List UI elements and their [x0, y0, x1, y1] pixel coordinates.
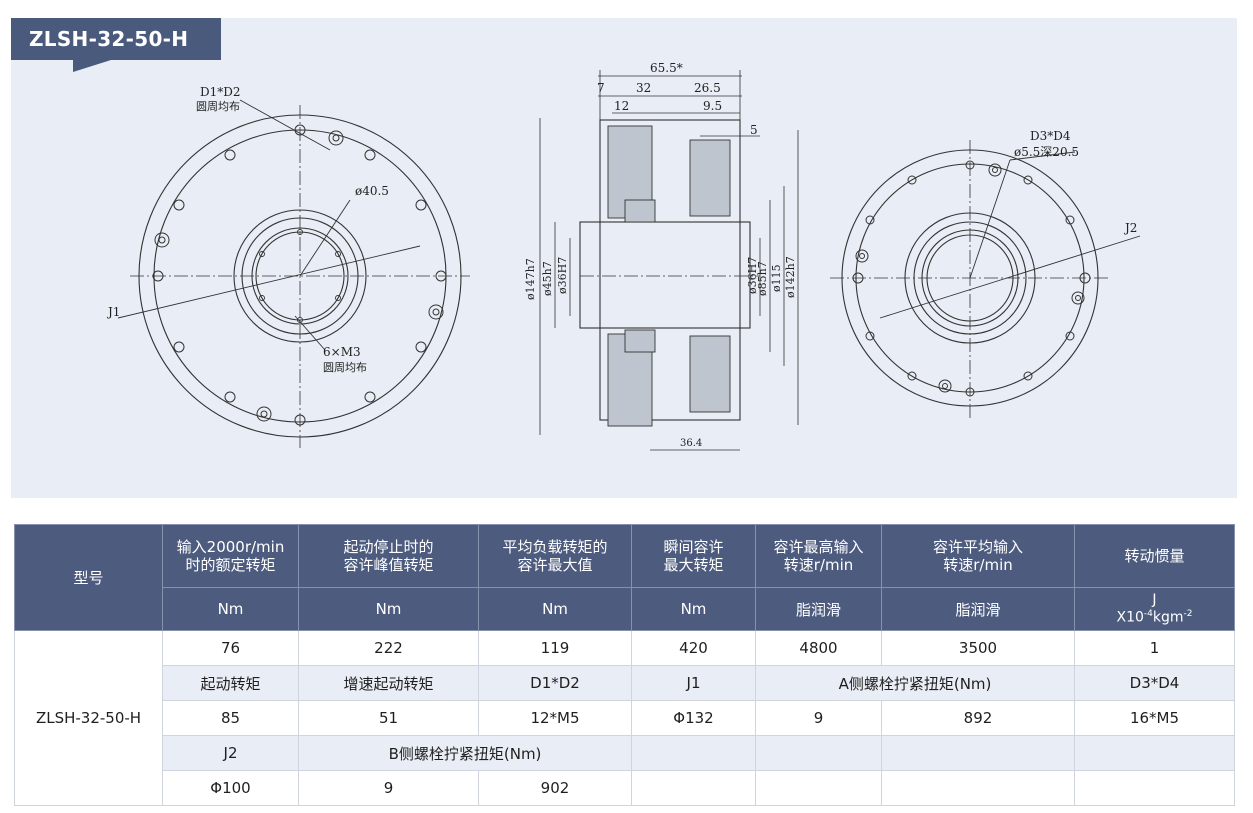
table-cell: 9 — [755, 700, 882, 736]
label-dim-12: 12 — [614, 99, 629, 113]
table-cell: 420 — [631, 630, 756, 666]
table-cell: A侧螺栓拧紧扭矩(Nm) — [755, 665, 1075, 701]
label-m3: 6×M3 — [323, 345, 361, 359]
table-cell — [881, 770, 1075, 806]
table-cell: 4800 — [755, 630, 882, 666]
table-cell: 892 — [881, 700, 1075, 736]
model-name-cell: ZLSH-32-50-H — [14, 630, 163, 806]
table-cell: 51 — [298, 700, 479, 736]
header-instant-torque: 瞬间容许最大转矩 — [631, 524, 756, 588]
table-cell: 12*M5 — [478, 700, 632, 736]
header-avg-speed: 容许平均输入转速r/min — [881, 524, 1075, 588]
table-cell: 85 — [162, 700, 299, 736]
unit-cell: Nm — [478, 587, 632, 631]
model-title-tab: ZLSH-32-50-H — [11, 18, 221, 60]
unit-cell: 脂润滑 — [755, 587, 882, 631]
table-row: 85 51 12*M5 Φ132 9 892 16*M5 — [15, 700, 1235, 736]
units-row: Nm Nm Nm Nm 脂润滑 脂润滑 J X10-4kgm-2 — [15, 587, 1235, 631]
table-cell — [631, 735, 756, 771]
unit-cell: Nm — [162, 587, 299, 631]
table-cell: 119 — [478, 630, 632, 666]
table-cell: 9 — [298, 770, 479, 806]
header-model: 型号 — [14, 524, 163, 631]
label-dim-5: 5 — [750, 123, 758, 137]
label-dim-36-4: 36.4 — [680, 438, 702, 449]
table-cell — [1074, 770, 1235, 806]
label-dim-26-5: 26.5 — [694, 81, 721, 95]
header-avg-torque: 平均负载转矩的容许最大值 — [478, 524, 632, 588]
table-cell: D3*D4 — [1074, 665, 1235, 701]
unit-cell: Nm — [298, 587, 479, 631]
label-dim-65-5: 65.5* — [650, 61, 683, 75]
rear-view — [830, 140, 1141, 420]
table-cell: 增速起动转矩 — [298, 665, 479, 701]
table-cell: 222 — [298, 630, 479, 666]
table-cell: D1*D2 — [478, 665, 632, 701]
label-dia-147h7: ø147h7 — [524, 258, 537, 300]
table-cell — [1074, 735, 1235, 771]
label-dia-85h7: ø85h7 — [756, 261, 769, 296]
front-view — [117, 99, 470, 448]
table-row: J2 B侧螺栓拧紧扭矩(Nm) — [15, 735, 1235, 771]
label-dia-36h7-right: ø36H7 — [746, 257, 759, 294]
table-cell — [631, 770, 756, 806]
table-cell: Φ132 — [631, 700, 756, 736]
table-row: Φ100 9 902 — [15, 770, 1235, 806]
label-j2: J2 — [1123, 221, 1137, 235]
header-max-speed: 容许最高输入转速r/min — [755, 524, 882, 588]
table-cell: 76 — [162, 630, 299, 666]
section-view — [539, 70, 799, 451]
table-cell — [755, 770, 882, 806]
bolt-holes — [152, 124, 447, 426]
unit-cell: 脂润滑 — [881, 587, 1075, 631]
label-d3d4-note: ø5.5深20.5 — [1014, 145, 1079, 159]
label-d1d2-note: 圆周均布 — [196, 100, 240, 113]
label-d3d4: D3*D4 — [1030, 129, 1071, 143]
unit-inertia: J X10-4kgm-2 — [1074, 587, 1235, 631]
label-d1d2: D1*D2 — [200, 85, 241, 99]
table-cell: 3500 — [881, 630, 1075, 666]
label-dia-36h7-left: ø36H7 — [556, 257, 569, 294]
table-row: 起动转矩 增速起动转矩 D1*D2 J1 A侧螺栓拧紧扭矩(Nm) D3*D4 — [15, 665, 1235, 701]
header-inertia: 转动惯量 — [1074, 524, 1235, 588]
table-cell — [881, 735, 1075, 771]
table-cell — [755, 735, 882, 771]
table-cell: 1 — [1074, 630, 1235, 666]
table-cell: Φ100 — [162, 770, 299, 806]
table-cell: 902 — [478, 770, 632, 806]
label-dim-9-5: 9.5 — [703, 99, 722, 113]
label-j1: J1 — [106, 305, 120, 319]
label-dia-45h7: ø45h7 — [541, 261, 554, 296]
unit-cell: Nm — [631, 587, 756, 631]
technical-drawing: D1*D2 圆周均布 ø40.5 J1 6×M3 圆周均布 65.5* 7 32… — [106, 61, 1141, 451]
label-dia-115: ø115 — [770, 264, 783, 292]
label-m3-note: 圆周均布 — [323, 361, 367, 374]
table-cell: J2 — [162, 735, 299, 771]
table-cell: B侧螺栓拧紧扭矩(Nm) — [298, 735, 632, 771]
table-cell: 起动转矩 — [162, 665, 299, 701]
label-dia-142h7: ø142h7 — [784, 256, 797, 298]
table-cell: J1 — [631, 665, 756, 701]
header-peak-torque: 起动停止时的容许峰值转矩 — [298, 524, 479, 588]
table-cell: 16*M5 — [1074, 700, 1235, 736]
label-dia-40-5: ø40.5 — [355, 184, 389, 198]
label-dim-32: 32 — [636, 81, 651, 95]
label-dim-7: 7 — [597, 81, 605, 95]
table-row: ZLSH-32-50-H 76 222 119 420 4800 3500 1 — [14, 630, 1235, 806]
title-tab-notch — [73, 60, 111, 72]
